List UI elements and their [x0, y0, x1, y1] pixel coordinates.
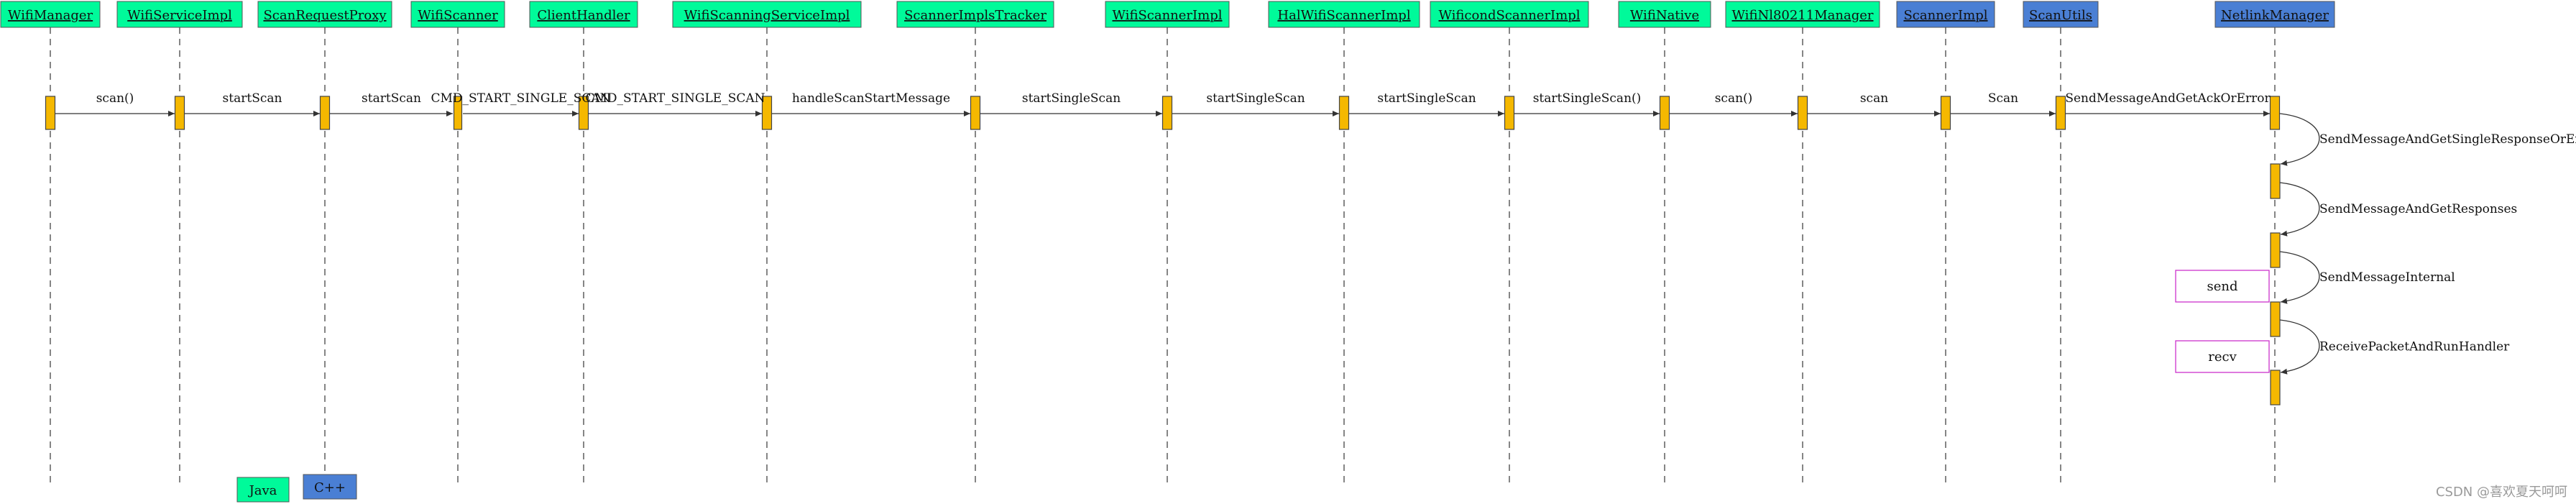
message-label: Scan: [1988, 91, 2018, 106]
participant-box: [896, 1, 1054, 28]
activation-bar: [970, 96, 981, 130]
participant-box: [2023, 1, 2099, 28]
participant-label: WifiScanningServiceImpl: [684, 8, 850, 23]
activation-bar: [319, 96, 331, 130]
activation-bar: [1338, 96, 1350, 130]
self-call-label: SendMessageAndGetSingleResponseOrError: [2319, 132, 2576, 147]
message-label: SendMessageAndGetAckOrError: [2065, 91, 2271, 106]
self-call-label: ReceivePacketAndRunHandler: [2319, 340, 2510, 354]
participant-box: [1896, 1, 1995, 28]
activation-bar: [2055, 96, 2066, 130]
participant-box: [1725, 1, 1880, 28]
note-box: [2175, 340, 2270, 373]
activation-bar: [1940, 96, 1951, 130]
participant-label: WifiNative: [1630, 8, 1699, 23]
self-call-arrow: [2279, 182, 2320, 237]
self-call-label: SendMessageInternal: [2319, 270, 2455, 285]
participant-label: ClientHandler: [537, 8, 630, 23]
activation-bar: [2270, 163, 2281, 199]
participant-label: WifiServiceImpl: [127, 8, 232, 23]
participant-headers: WifiManager WifiServiceImpl ScanRequestPro…: [0, 1, 2335, 28]
message-label: handleScanStartMessage: [792, 91, 950, 106]
message-label: CMD_START_SINGLE_SCAN: [431, 91, 610, 106]
legend-java-label: Java: [248, 483, 277, 498]
messages: scan() startScan startScan CMD_START_SINGLE…: [55, 91, 2271, 116]
participant-box: [529, 1, 638, 28]
participant-box: [257, 1, 392, 28]
message-label: startScan: [362, 91, 421, 106]
participant-label: WifiManager: [8, 8, 93, 23]
self-call-label: SendMessageAndGetResponses: [2319, 202, 2517, 216]
watermark: CSDN @喜欢夏天呵呵: [2436, 485, 2567, 500]
activation-bar: [2270, 301, 2281, 337]
legend-cpp-box: [303, 474, 357, 500]
participant-box: [1268, 1, 1420, 28]
participant-box: [410, 1, 505, 28]
note-label: recv: [2208, 349, 2237, 365]
participant-label: WificondScannerImpl: [1438, 8, 1580, 23]
activation-bar: [2270, 370, 2281, 406]
participant-label: NetlinkManager: [2221, 8, 2329, 23]
self-call-arrow: [2279, 113, 2320, 166]
activation-bar: [174, 96, 185, 130]
message-label: startSingleScan: [1022, 91, 1121, 106]
activation-bar: [1504, 96, 1515, 130]
legend: Java C++: [236, 474, 357, 503]
message-label: scan(): [1715, 91, 1753, 106]
participant-label: HalWifiScannerImpl: [1277, 8, 1410, 23]
message-label: scan(): [96, 91, 134, 106]
note-box: [2175, 270, 2270, 303]
activation-bar: [2269, 96, 2281, 130]
self-calls: SendMessageAndGetSingleResponseOrErrorSe…: [2279, 113, 2576, 375]
participant-label: ScanUtils: [2029, 8, 2092, 23]
message-label: CMD_START_SINGLE_SCAN: [585, 91, 765, 106]
participant-label: WifiScannerImpl: [1113, 8, 1223, 23]
message-label: startScan: [223, 91, 282, 106]
self-call-arrow: [2279, 251, 2320, 304]
participant-label: WifiScanner: [418, 8, 498, 23]
activation-bar: [761, 96, 773, 130]
participant-box: [2214, 1, 2335, 28]
activation-bar: [578, 96, 589, 130]
participant-label: WifiNl80211Manager: [1732, 8, 1874, 23]
legend-cpp-label: C++: [314, 480, 346, 495]
activation-bars: [45, 96, 2281, 406]
note-label: send: [2207, 279, 2237, 294]
participant-box: [116, 1, 243, 28]
activation-bar: [1162, 96, 1173, 130]
participant-label: ScannerImpl: [1903, 8, 1987, 23]
participant-box: [1430, 1, 1589, 28]
legend-java-box: [236, 477, 290, 503]
self-call-arrow: [2279, 319, 2320, 375]
activation-bar: [453, 96, 463, 130]
participant-box: [1618, 1, 1711, 28]
lifelines: [50, 27, 2276, 486]
message-label: startSingleScan: [1206, 91, 1305, 106]
message-label: scan: [1860, 91, 1888, 106]
participant-label: ScanRequestProxy: [263, 8, 387, 23]
participant-box: [0, 1, 101, 28]
activation-bar: [1797, 96, 1808, 130]
activation-bar: [45, 96, 56, 130]
participant-box: [672, 1, 862, 28]
participant-label: ScannerImplsTracker: [904, 8, 1046, 23]
activation-bar: [2270, 232, 2281, 268]
participant-box: [1105, 1, 1230, 28]
message-label: startSingleScan(): [1533, 91, 1642, 106]
activation-bar: [1659, 96, 1670, 130]
notes: send recv: [2175, 270, 2270, 373]
message-label: startSingleScan: [1377, 91, 1476, 106]
